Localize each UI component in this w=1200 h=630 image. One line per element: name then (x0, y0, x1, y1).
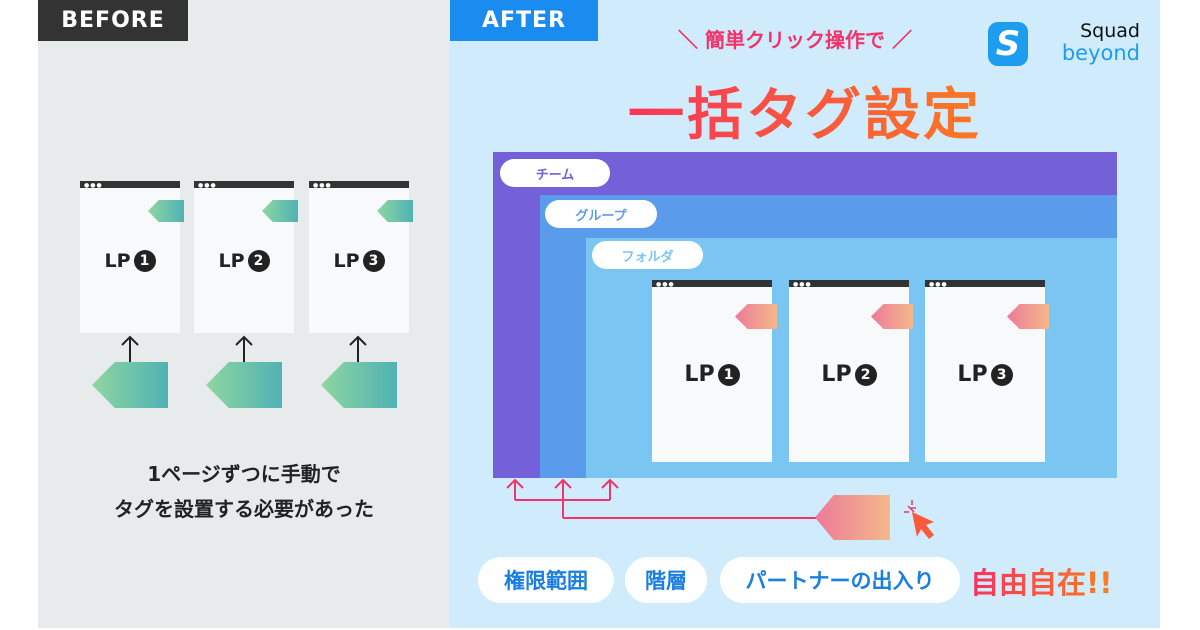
feature-pill: 階層 (625, 557, 707, 603)
tag-icon (262, 200, 298, 222)
lp-number: 2 (854, 363, 877, 386)
lp-label: LP (333, 249, 360, 272)
logo-text: Squad beyond (1045, 20, 1140, 64)
logo-icon: S (988, 22, 1028, 66)
lp-label: LP (104, 249, 131, 272)
caption-line: 1ページずつに手動で (147, 462, 341, 486)
logo-beyond: beyond (1061, 41, 1140, 65)
feature-pill: 権限範囲 (478, 557, 614, 603)
tagline: 自由自在!! (970, 560, 1112, 602)
logo-squad: Squad (1080, 20, 1140, 42)
tag-icon (815, 495, 890, 540)
lp-label: LP (957, 362, 988, 387)
before-label: BEFORE (38, 0, 188, 41)
lp-label: LP (218, 249, 245, 272)
up-arrows (121, 335, 367, 362)
cursor-icon (912, 512, 934, 539)
main-title: 一括タグ設定 (600, 70, 1010, 151)
tag-connector-arrows (506, 478, 934, 539)
subtitle: ＼ 簡単クリック操作で ／ (678, 28, 912, 52)
lp-label: LP (684, 362, 715, 387)
tag-icon (148, 200, 184, 222)
caption-line: タグを設置する必要があった (114, 497, 374, 521)
team-pill: チーム (500, 159, 610, 187)
folder-pill: フォルダ (592, 241, 703, 269)
lp-number: 3 (362, 249, 385, 272)
lp-number: 1 (133, 249, 156, 272)
feature-pill: パートナーの出入り (720, 557, 960, 603)
lp-label: LP (821, 362, 852, 387)
before-caption: 1ページずつに手動で タグを設置する必要があった (38, 457, 450, 527)
lp-number: 3 (990, 363, 1013, 386)
after-label: AFTER (450, 0, 598, 41)
tag-icon (377, 200, 413, 222)
group-pill: グループ (545, 200, 657, 228)
lp-number: 2 (247, 249, 270, 272)
lp-number: 1 (717, 363, 740, 386)
